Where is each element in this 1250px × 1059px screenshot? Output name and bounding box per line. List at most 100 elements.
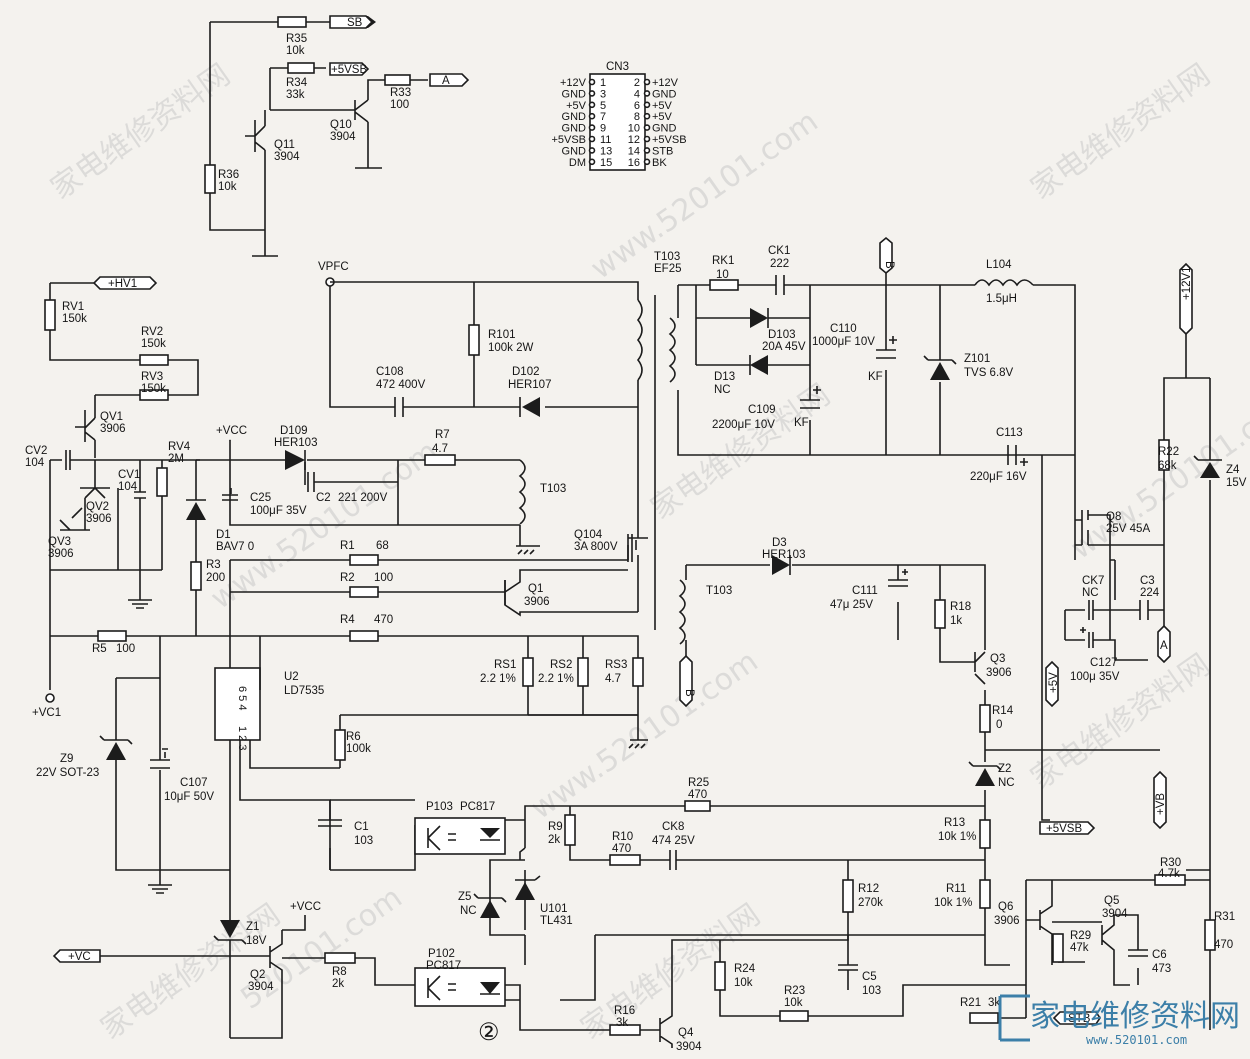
- cv1-value: 104: [118, 481, 138, 493]
- rv4-value: 2M: [168, 453, 184, 465]
- rv3-value: 150k: [141, 383, 166, 395]
- c109-label: C109: [748, 404, 776, 416]
- u2-pin-numbers-upper: 6 5 4: [236, 686, 248, 710]
- c127-value: 100μ 35V: [1070, 671, 1120, 683]
- hv-sense-block: +HV1 RV1 150k RV2 150k RV3 150k QV1 3906…: [25, 276, 200, 719]
- watermark-text: 家电维修资料网: [1025, 57, 1217, 206]
- cn3-pin-terminal: [643, 112, 651, 120]
- pwm-controller-block: 6 5 4 1 2 3 R1 68 R2 100 R3 200 Q1 3906 …: [36, 529, 648, 920]
- c127-label: C127: [1090, 657, 1118, 669]
- z5-label: Z5: [458, 891, 471, 903]
- r9-label: R9: [548, 821, 563, 833]
- vcc-aux-block: +VCC D109 HER103 R7 4.7 C2 221 200V C25 …: [186, 425, 566, 636]
- qv3-value: 3906: [48, 548, 74, 560]
- cn3-pin-terminal: [643, 135, 651, 143]
- cn3-right-label: GND: [652, 123, 677, 135]
- r30-label: R30: [1160, 857, 1181, 869]
- z1-label: Z1: [246, 921, 259, 933]
- cn3-pin-number: 6: [634, 100, 640, 112]
- cn3-left-label: GND: [562, 88, 587, 100]
- r31-label: R31: [1214, 911, 1235, 923]
- q2-label: Q2: [250, 969, 265, 981]
- cn3-right-label: +5V: [652, 100, 673, 112]
- d103-value: 20A 45V: [762, 341, 806, 353]
- r25-value: 470: [688, 789, 707, 801]
- z2-label: Z2: [998, 763, 1011, 775]
- d1-label: D1: [216, 529, 231, 541]
- d102-label: D102: [512, 366, 540, 378]
- z9-value: 22V SOT-23: [36, 767, 99, 779]
- r24-value: 10k: [734, 977, 753, 989]
- c113-value: 220μF 16V: [970, 471, 1027, 483]
- cn3-left-label: +12V: [560, 77, 587, 89]
- primary-block: VPFC R101 100k 2W C108 472 400V D102 HER…: [318, 251, 682, 630]
- rs1-label: RS1: [494, 659, 516, 671]
- q4-value: 3904: [676, 1041, 702, 1053]
- cn3-pin-number: 13: [600, 145, 612, 157]
- z4-label: Z4: [1226, 464, 1240, 476]
- z9-label: Z9: [60, 753, 73, 765]
- r13-label: R13: [944, 817, 965, 829]
- q3-label: Q3: [990, 653, 1005, 665]
- r7-label: R7: [435, 429, 450, 441]
- r21-label: R21: [960, 997, 981, 1009]
- r4-label: R4: [340, 614, 355, 626]
- r24-label: R24: [734, 963, 756, 975]
- cn3-pin-number: 5: [600, 100, 606, 112]
- d109-label: D109: [280, 425, 308, 437]
- r6-value: 100k: [346, 743, 371, 755]
- ck7-label: CK7: [1082, 575, 1104, 587]
- c113-label: C113: [996, 427, 1023, 439]
- r14-label: R14: [992, 705, 1014, 717]
- b-connector-mid: B: [683, 689, 695, 697]
- r36-label: R36: [218, 169, 239, 181]
- brand-name: 家电维修资料网: [1030, 999, 1240, 1034]
- d1-value: BAV7 0: [216, 541, 254, 553]
- feedback-supply-block: B D3 HER103 T103 C111 47μ 25V R18 1k Q3 …: [678, 537, 1160, 820]
- cn3-left-label: GND: [562, 111, 587, 123]
- vcc-connector-bottom: +VCC: [290, 901, 321, 913]
- cn3-pin-terminal: [588, 78, 596, 86]
- cn3-right-label: +5V: [652, 111, 673, 123]
- qv2-value: 3906: [86, 513, 112, 525]
- cn3-pin-terminal: [588, 101, 596, 109]
- d109-value: HER103: [274, 437, 317, 449]
- c109-value: 2200μF 10V: [712, 419, 775, 431]
- z4-value: 15V: [1226, 477, 1247, 489]
- r11-value: 10k 1%: [934, 897, 972, 909]
- cn3-pin-terminal: [643, 158, 651, 166]
- c108-value: 472 400V: [376, 379, 426, 391]
- c109-kf-mark: KF: [794, 417, 809, 429]
- r3-label: R3: [206, 559, 221, 571]
- cn3-pin-number: 10: [628, 123, 640, 135]
- rk1-label: RK1: [712, 255, 734, 267]
- rs1-value: 2.2 1%: [480, 673, 516, 685]
- cn3-title: CN3: [606, 61, 629, 73]
- p102-label: P102: [428, 948, 455, 960]
- q8-value: 25V 45A: [1106, 523, 1150, 535]
- c6-label: C6: [1152, 949, 1167, 961]
- c110-kf-mark: KF: [868, 371, 883, 383]
- standby-switch-block: SB +5VSB A R35 10k R34 33k R33 100 Q10 3…: [204, 15, 470, 257]
- rs2-label: RS2: [550, 659, 572, 671]
- r12-value: 270k: [858, 897, 883, 909]
- qv3-label: QV3: [48, 536, 71, 548]
- cn3-pin-number: 2: [634, 77, 640, 89]
- regulation-block: C1 103 P103 PC817 R25 470 R9 2k R10 470 …: [318, 777, 1096, 1001]
- 5vsb-connector-mid: +5VSB: [1046, 823, 1082, 835]
- bottom-control-block: +VC STB +VCC Z1 18V Q2 3904 R8 2k P102 P…: [52, 901, 1101, 1053]
- rs2-value: 2.2 1%: [538, 673, 574, 685]
- brand-url: www.520101.com: [1086, 1033, 1187, 1047]
- r34-label: R34: [286, 77, 308, 89]
- r9-value: 2k: [548, 834, 560, 846]
- r31-value: 470: [1214, 939, 1233, 951]
- c3-label: C3: [1140, 575, 1155, 587]
- r18-label: R18: [950, 601, 971, 613]
- vc-connector: +VC: [68, 951, 91, 963]
- cn3-right-label: STB: [652, 145, 673, 157]
- r12-label: R12: [858, 883, 879, 895]
- l104-label: L104: [986, 259, 1012, 271]
- cn3-left-label: GND: [562, 145, 587, 157]
- cn3-left-label: +5VSB: [551, 134, 586, 146]
